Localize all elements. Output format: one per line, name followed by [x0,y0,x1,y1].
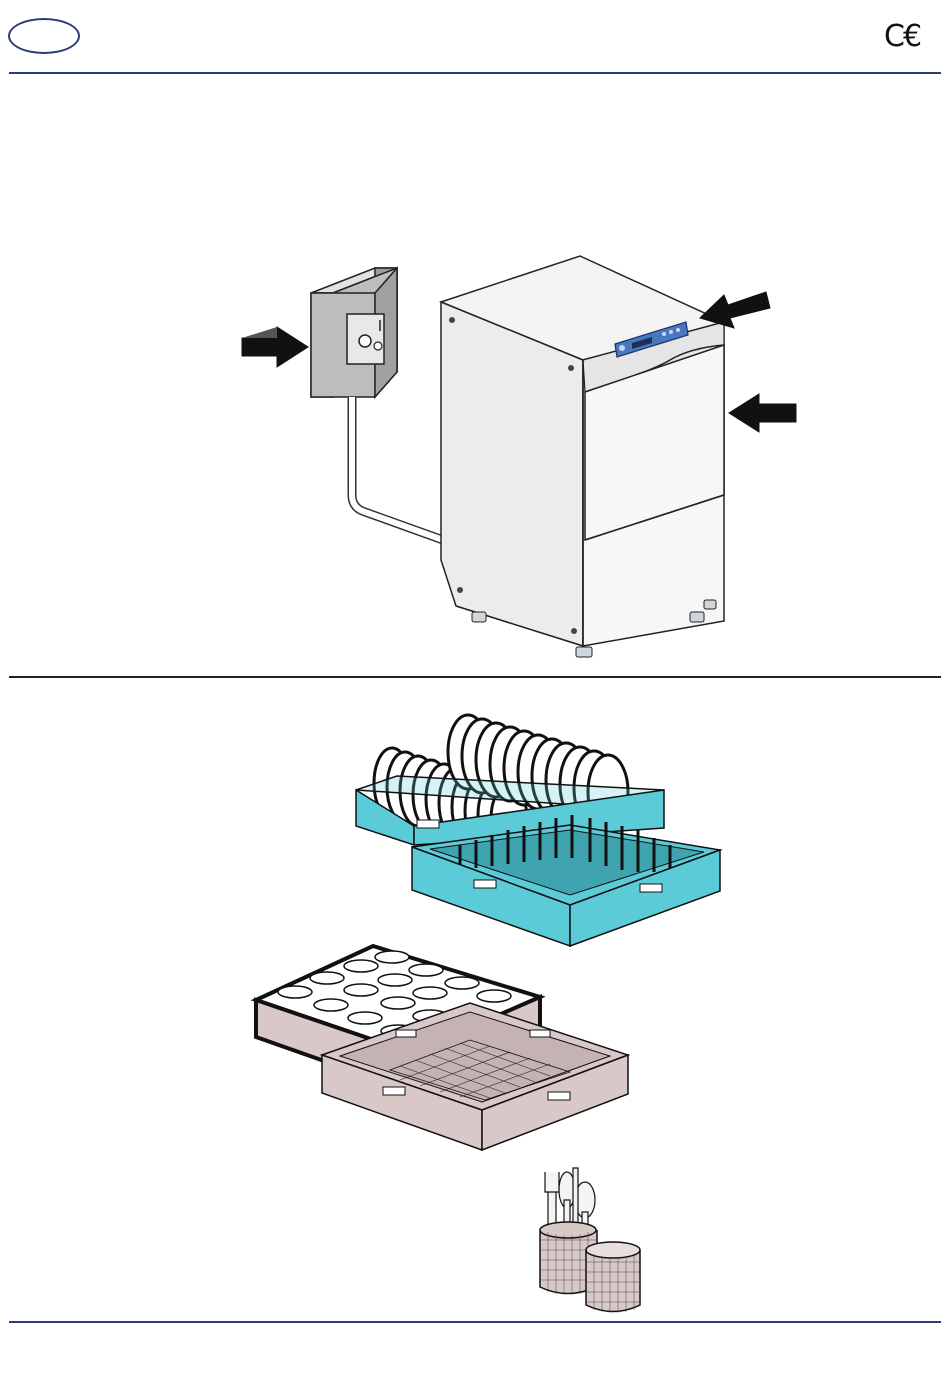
power-cable [352,397,443,540]
wall-switch-box [311,268,397,397]
arrow-to-door [729,394,796,432]
cutlery-basket-empty [586,1242,640,1313]
dishwasher-machine [441,256,724,657]
arrow-to-switch [242,327,308,367]
